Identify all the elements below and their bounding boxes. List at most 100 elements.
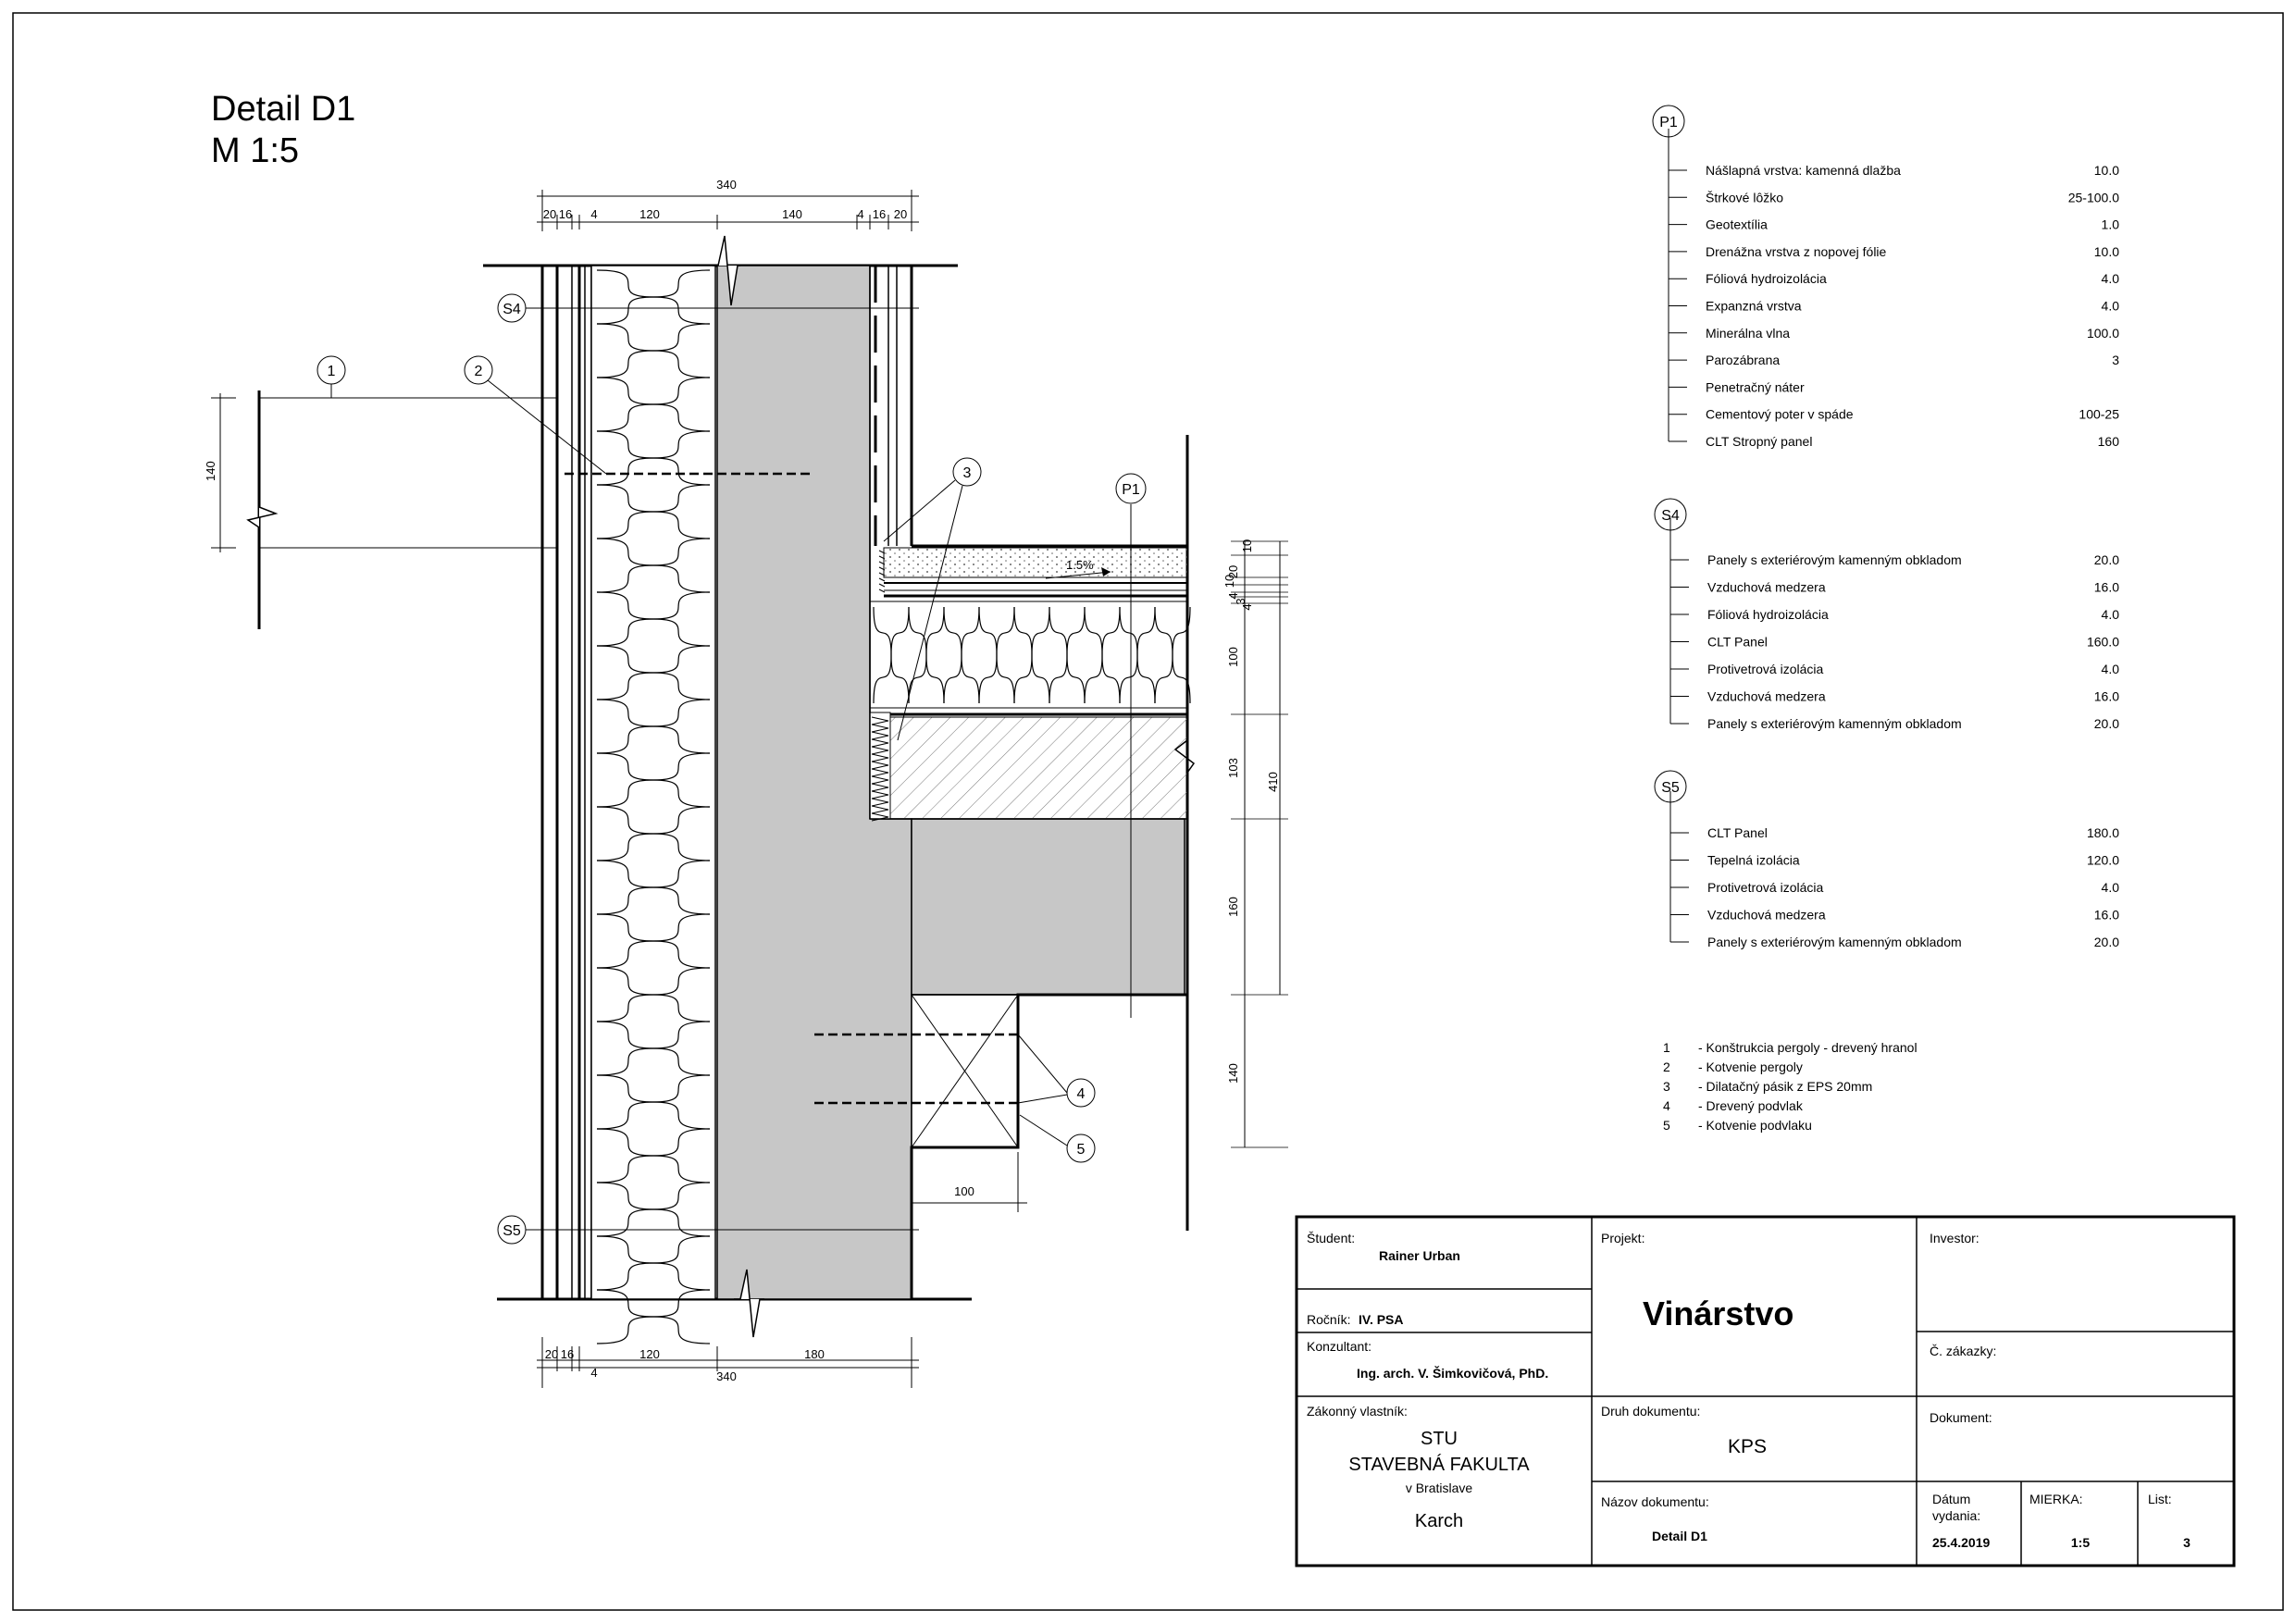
- note-text: - Dilatačný pásik z EPS 20mm: [1698, 1079, 1872, 1094]
- svg-text:120: 120: [639, 1347, 660, 1361]
- layer-value: 20.0: [2094, 935, 2119, 949]
- layer-name: Parozábrana: [1706, 353, 1780, 367]
- svg-text:340: 340: [716, 1369, 737, 1383]
- layer-value: 25-100.0: [2068, 190, 2119, 204]
- owner-label: Zákonný vlastník:: [1307, 1404, 1408, 1419]
- layer-name: Vzduchová medzera: [1707, 908, 1826, 923]
- svg-text:120: 120: [639, 207, 660, 221]
- owner-faculty: STAVEBNÁ FAKULTA: [1348, 1454, 1530, 1475]
- nazov-label: Názov dokumentu:: [1601, 1494, 1709, 1509]
- druh-label: Druh dokumentu:: [1601, 1404, 1700, 1419]
- layer-name: CLT Panel: [1707, 825, 1768, 840]
- layer-value: 16.0: [2094, 689, 2119, 704]
- svg-text:3: 3: [963, 465, 972, 481]
- callout-2: 2: [464, 355, 607, 475]
- svg-text:4: 4: [1240, 603, 1254, 610]
- konzultant-label: Konzultant:: [1307, 1339, 1371, 1354]
- layer-value: 4.0: [2102, 662, 2120, 676]
- drawing-title: Detail D1: [211, 90, 355, 129]
- layer-value: 3: [2112, 353, 2119, 367]
- svg-text:140: 140: [782, 207, 802, 221]
- svg-text:410: 410: [1266, 772, 1280, 792]
- layer-value: 16.0: [2094, 580, 2119, 595]
- note-text: - Drevený podvlak: [1698, 1098, 1804, 1113]
- layer-value: 180.0: [2087, 825, 2119, 840]
- layer-name: Nášlapná vrstva: kamenná dlažba: [1706, 163, 1901, 178]
- student-label: Študent:: [1307, 1231, 1355, 1245]
- tag-p1: P1: [1115, 473, 1147, 504]
- callout-1: 1: [316, 355, 346, 398]
- svg-text:S4: S4: [1661, 508, 1680, 524]
- drawing-scale: M 1:5: [211, 131, 299, 170]
- layer-name: Protivetrová izolácia: [1707, 662, 1823, 676]
- layer-name: Vzduchová medzera: [1707, 689, 1826, 704]
- dokument-label: Dokument:: [1930, 1410, 1992, 1425]
- layer-name: Vzduchová medzera: [1707, 580, 1826, 595]
- mierka-value: 1:5: [2071, 1535, 2090, 1550]
- dim-pergola: 140: [204, 461, 217, 481]
- layer-name: Tepelná izolácia: [1707, 853, 1800, 868]
- svg-text:16: 16: [559, 207, 572, 221]
- svg-text:103: 103: [1226, 758, 1240, 778]
- layer-name: Panely s exteriérovým kamenným obkladom: [1707, 552, 1962, 567]
- svg-text:P1: P1: [1122, 482, 1140, 498]
- svg-text:S4: S4: [503, 302, 521, 317]
- dim-beam: 100: [912, 1152, 1027, 1212]
- svg-text:140: 140: [1226, 1063, 1240, 1084]
- svg-text:20: 20: [545, 1347, 558, 1361]
- layer-list-s4: S4 Panely s exteriérovým kamenným obklad…: [1654, 498, 2120, 731]
- note-text: - Konštrukcia pergoly - drevený hranol: [1698, 1040, 1917, 1055]
- layer-name: Panely s exteriérovým kamenným obkladom: [1707, 935, 1962, 949]
- svg-text:S5: S5: [1661, 780, 1680, 796]
- mierka-label: MIERKA:: [2029, 1492, 2083, 1506]
- title-block: Študent: Rainer Urban Ročník: IV. PSA Ko…: [1295, 1215, 2236, 1567]
- svg-text:3: 3: [1234, 598, 1247, 604]
- svg-text:4: 4: [590, 1366, 597, 1380]
- layer-name: Fóliová hydroizolácia: [1706, 271, 1827, 286]
- note-number: 4: [1663, 1098, 1670, 1113]
- svg-text:10: 10: [1222, 575, 1236, 588]
- svg-text:5: 5: [1077, 1142, 1086, 1158]
- layer-value: 4.0: [2102, 271, 2120, 286]
- svg-text:16: 16: [873, 207, 886, 221]
- layer-value: 20.0: [2094, 552, 2119, 567]
- layer-name: CLT Panel: [1707, 635, 1768, 650]
- datum-value: 25.4.2019: [1932, 1535, 1990, 1550]
- callout-4: 4: [1017, 1034, 1096, 1108]
- note-text: - Kotvenie podvlaku: [1698, 1118, 1812, 1133]
- layer-value: 4.0: [2102, 880, 2120, 895]
- svg-text:10: 10: [1240, 539, 1254, 552]
- layer-name: Expanzná vrstva: [1706, 299, 1802, 314]
- projekt-label: Projekt:: [1601, 1231, 1644, 1245]
- svg-text:S5: S5: [503, 1223, 521, 1239]
- investor-label: Investor:: [1930, 1231, 1980, 1245]
- layer-name: Fóliová hydroizolácia: [1707, 607, 1829, 622]
- layer-value: 160: [2098, 434, 2120, 449]
- list-value: 3: [2183, 1535, 2191, 1550]
- svg-text:4: 4: [1226, 592, 1240, 599]
- roof-mineral-wool: [873, 606, 1191, 704]
- callout-5: 5: [1019, 1114, 1096, 1163]
- sheet-frame: [12, 12, 2284, 1611]
- section-detail: 1.5% 140 S4 S5: [204, 178, 1288, 1388]
- svg-text:100: 100: [954, 1184, 974, 1198]
- svg-text:20: 20: [1226, 565, 1240, 578]
- rocnik-value: IV. PSA: [1359, 1312, 1404, 1327]
- svg-text:4: 4: [1077, 1086, 1086, 1102]
- note-number: 3: [1663, 1079, 1670, 1094]
- note-number: 5: [1663, 1118, 1670, 1133]
- layer-name: Štrkové lôžko: [1706, 190, 1783, 204]
- layer-value: 16.0: [2094, 908, 2119, 923]
- layer-value: 20.0: [2094, 716, 2119, 731]
- layer-value: 4.0: [2102, 299, 2120, 314]
- svg-text:340: 340: [716, 178, 737, 192]
- thermal-insulation: [596, 269, 711, 1344]
- svg-text:2: 2: [475, 364, 483, 379]
- layer-name: CLT Stropný panel: [1706, 434, 1812, 449]
- tag-s4: S4: [497, 293, 919, 323]
- svg-text:P1: P1: [1659, 115, 1678, 130]
- datum-label: Dátum: [1932, 1492, 1970, 1506]
